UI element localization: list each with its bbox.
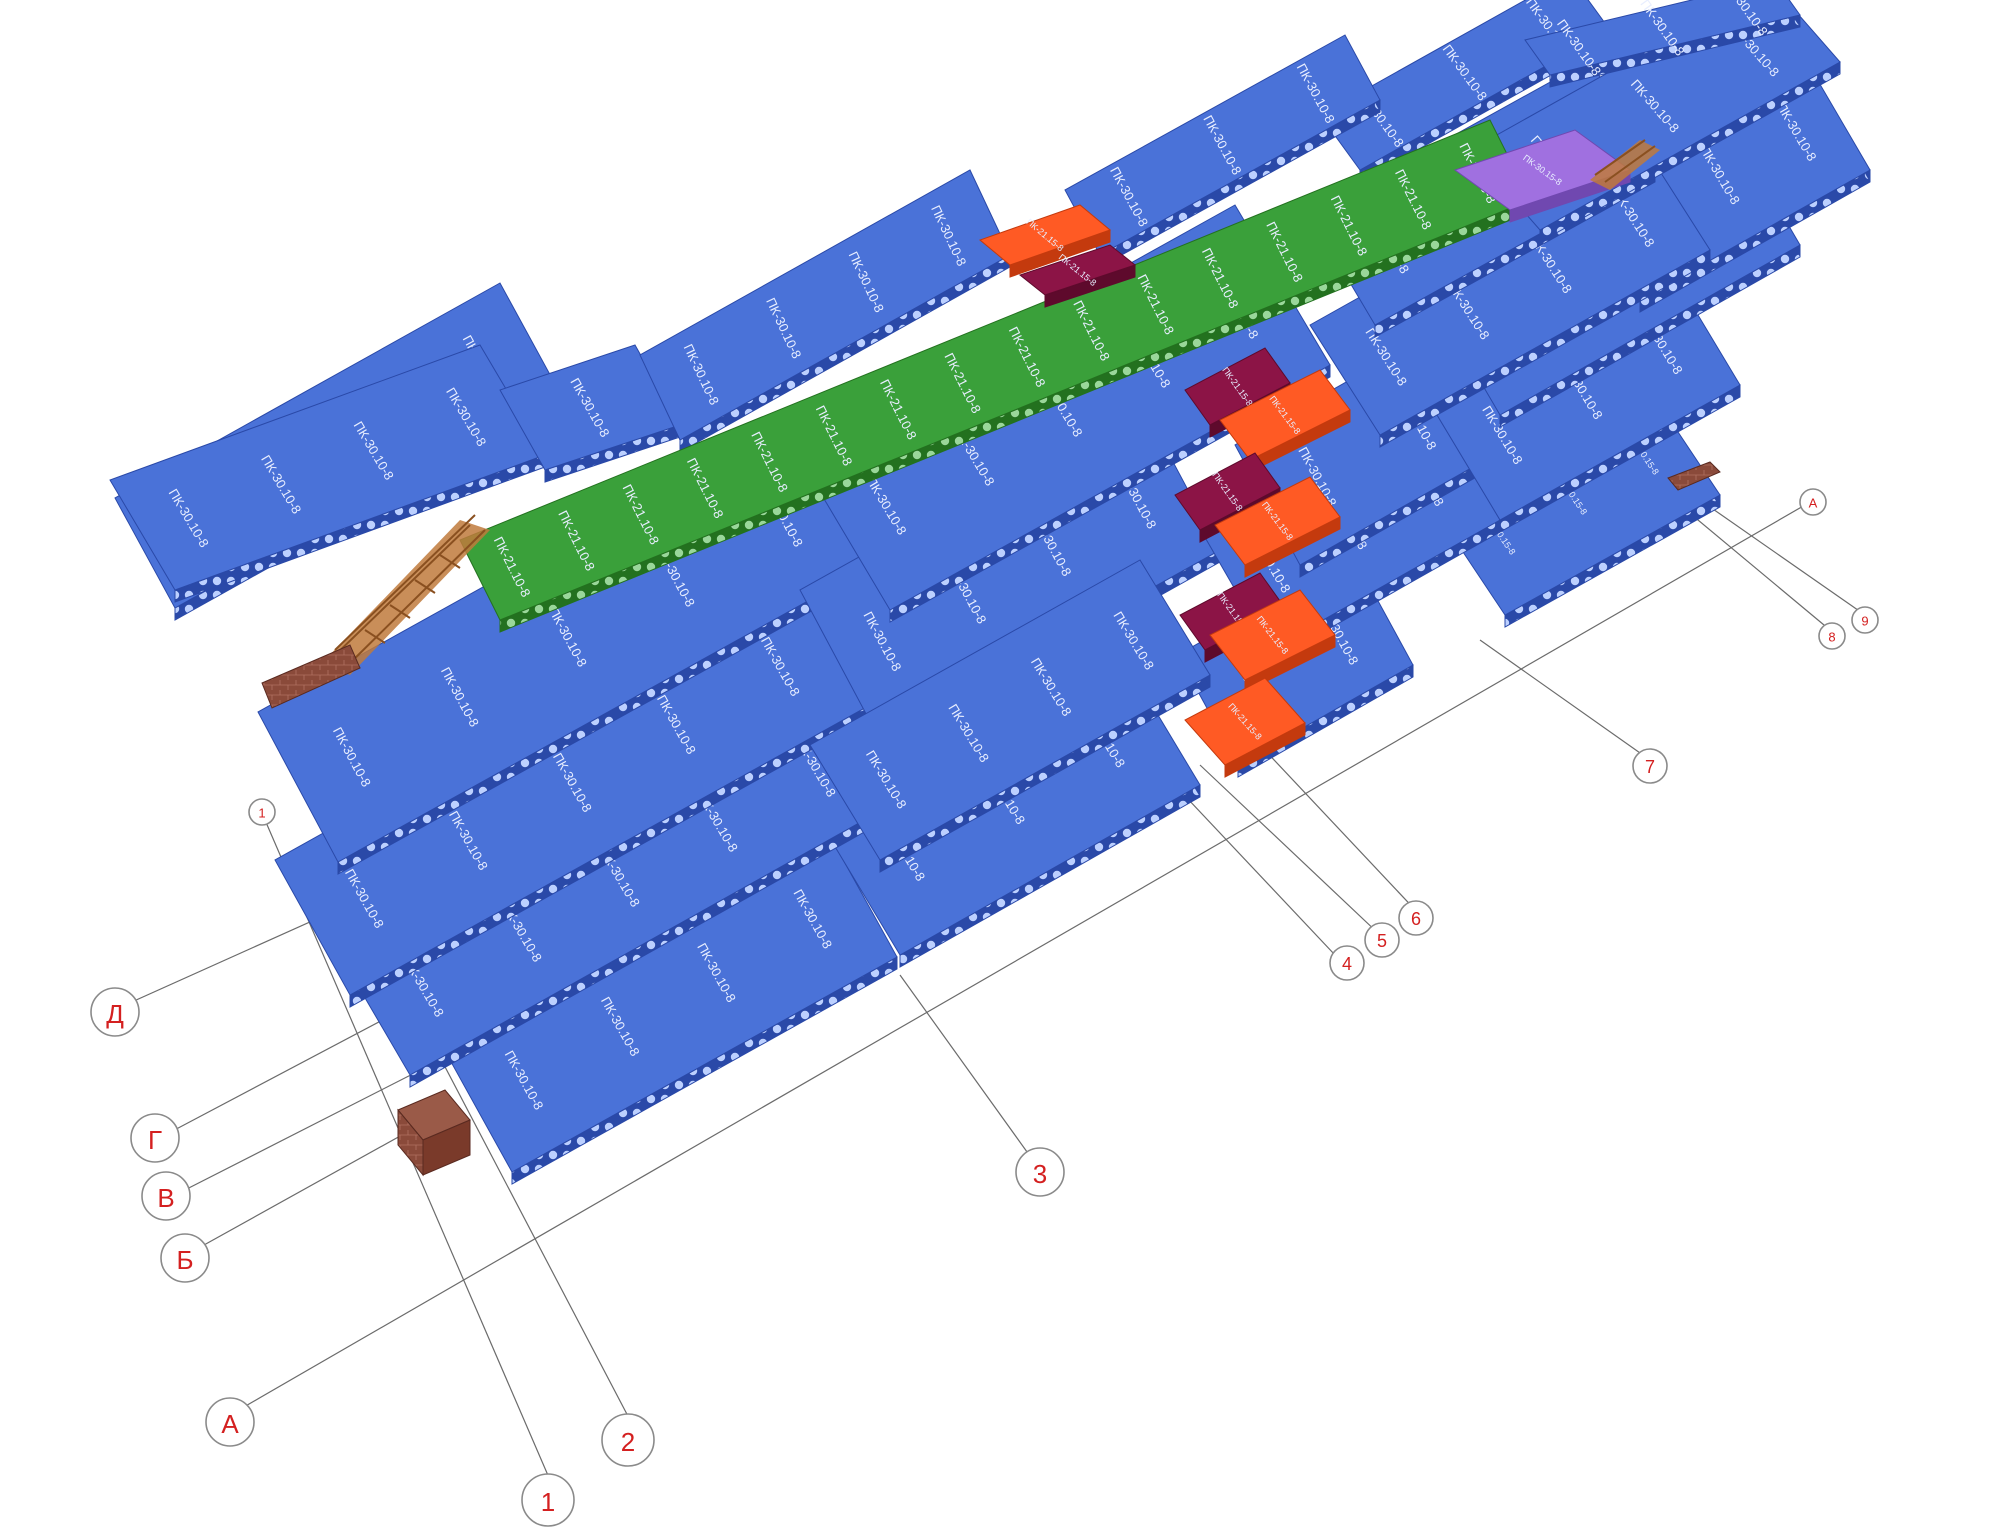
axis-line-8	[1679, 504, 1831, 631]
axis-bubble-a: А	[205, 1397, 255, 1447]
slab-layout: ПК-30.10-8ПК-30.10-8ПК-30.10-8ПК-30.10-8…	[109, 0, 1871, 1185]
slab-top	[499, 344, 681, 471]
axis-label-top-a: А	[1809, 496, 1818, 511]
slab-top	[1184, 347, 1291, 426]
axis-bubbles: А Б В Г Д 1 2 3	[90, 488, 1879, 1527]
axis-line-v	[174, 1054, 451, 1196]
axis-bubble-top-a: А	[1799, 488, 1827, 516]
axis-bubble-4: 4	[1329, 945, 1365, 981]
slab-top	[979, 204, 1111, 266]
slab-orange-30: ПК-21.15-8	[1214, 476, 1341, 578]
slab-blue-24: ПК-30.10-8ПК-30.10-8ПК-30.10-8ПК-30.10-8	[639, 169, 1011, 453]
brick-column	[397, 1089, 471, 1177]
brick-wall-right	[1667, 461, 1721, 491]
axis-bubble-8: 8	[1818, 622, 1846, 650]
slab-blue-15: ПК-30.10-8ПК-30.10-8ПК-30.10-8ПК-30.10-8	[1309, 139, 1711, 448]
axis-line-5	[1199, 764, 1381, 936]
slab-top	[1214, 476, 1341, 566]
slab-blue-23: ПК-30.10-8	[499, 344, 681, 483]
slab-top	[1184, 677, 1306, 766]
axis-label-2: 2	[621, 1427, 635, 1457]
axis-line-9	[1699, 499, 1866, 616]
axis-bubble-7: 7	[1632, 748, 1668, 784]
slab-top	[1453, 129, 1632, 211]
axis-bubble-top-1: 1	[248, 798, 276, 826]
axis-bubble-v: В	[141, 1171, 191, 1221]
axis-bubble-1: 1	[521, 1473, 575, 1527]
axis-label-9: 9	[1861, 614, 1868, 629]
slab-orange-34: ПК-21.15-8	[979, 204, 1111, 278]
slab-top	[1219, 369, 1351, 461]
axis-bubble-6: 6	[1398, 900, 1434, 936]
axis-label-8: 8	[1828, 630, 1835, 645]
axis-bubble-5: 5	[1364, 922, 1400, 958]
slab-top	[1524, 0, 1801, 76]
axis-line-7	[1479, 639, 1651, 761]
axis-bubble-2: 2	[601, 1413, 655, 1467]
slab-top	[109, 344, 546, 591]
slab-top	[1174, 452, 1281, 531]
axis-line-2	[409, 999, 631, 1421]
slab-top	[1018, 244, 1137, 296]
slab-blue-25: ПК-30.10-8ПК-30.10-8ПК-30.10-8	[1064, 34, 1381, 268]
slab-top	[459, 119, 1531, 621]
slab-maroon-35: ПК-21.15-8	[1018, 244, 1137, 308]
axis-line-4	[1169, 779, 1336, 956]
axis-label-top-1: 1	[258, 806, 265, 821]
axis-line-6	[1259, 744, 1421, 916]
axis-bubble-g: Г	[130, 1113, 180, 1163]
axis-label-1: 1	[541, 1487, 555, 1517]
slab-top	[1209, 589, 1336, 681]
slab-top	[809, 559, 1211, 861]
slab-top	[639, 169, 1011, 441]
axis-line-b	[194, 1124, 421, 1251]
axis-label-4: 4	[1342, 954, 1352, 974]
axis-label-6: 6	[1411, 909, 1421, 929]
axis-label-d: Д	[106, 999, 124, 1029]
slab-blue-0: ПК-30.10-8ПК-30.10-8ПК-30.10-8ПК-30.10-8	[439, 826, 898, 1185]
axis-label-b: Б	[176, 1245, 193, 1275]
axis-bubble-d: Д	[90, 987, 140, 1037]
axis-label-7: 7	[1645, 757, 1655, 777]
stair-right	[1590, 139, 1660, 190]
slab-blue-8: ПК-30.10-8ПК-30.10-8ПК-30.10-8ПК-30.10-8	[809, 559, 1211, 873]
axis-bubble-3: 3	[1015, 1147, 1065, 1197]
axis-label-v: В	[157, 1183, 174, 1213]
axis-bubble-b: Б	[160, 1233, 210, 1283]
axis-label-5: 5	[1377, 931, 1387, 951]
axis-bubble-9: 9	[1851, 606, 1879, 634]
slab-orange-28: ПК-21.15-8	[1219, 369, 1351, 473]
brick-wall-left	[261, 644, 361, 709]
axis-line-3	[899, 974, 1041, 1171]
axis-label-3: 3	[1033, 1159, 1047, 1189]
slab-orange-33: ПК-21.15-8	[1184, 677, 1306, 778]
axis-label-g: Г	[148, 1125, 162, 1155]
axis-label-a: А	[221, 1409, 239, 1439]
slab-orange-32: ПК-21.15-8	[1209, 589, 1336, 693]
axis-line-a	[229, 504, 1806, 1416]
